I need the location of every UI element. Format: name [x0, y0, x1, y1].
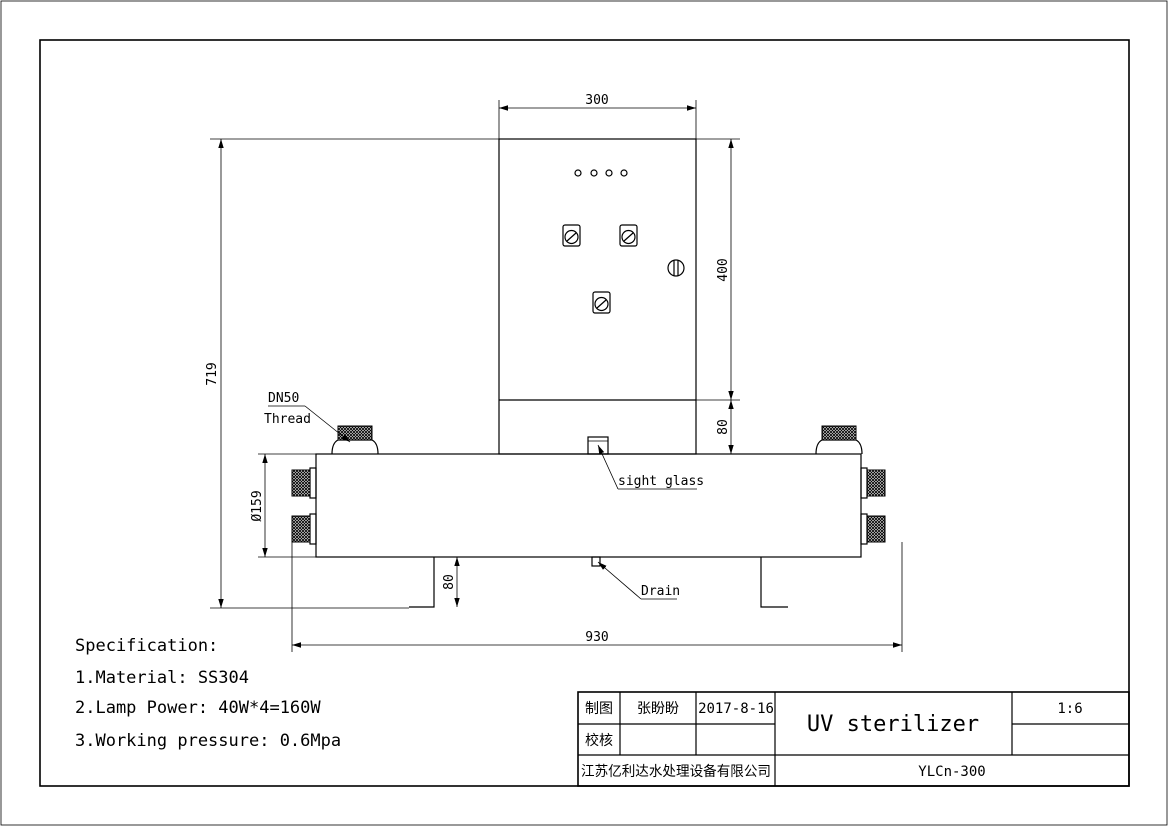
- dimension-300: 300: [498, 93, 697, 139]
- spec-line-2: 2.Lamp Power: 40W*4=160W: [75, 698, 321, 718]
- spec-line-1: 1.Material: SS304: [75, 668, 249, 688]
- dimension-diameter: Ø159: [250, 453, 316, 558]
- dimension-930-label: 930: [585, 630, 608, 645]
- dimension-400: 400: [696, 138, 740, 401]
- dimension-300-label: 300: [585, 93, 608, 108]
- spec-line-3: 3.Working pressure: 0.6Mpa: [75, 731, 341, 751]
- callout-sight-glass: sight glass: [597, 444, 704, 490]
- indicator-lights: [574, 169, 628, 177]
- drain-label: Drain: [641, 584, 680, 599]
- top-port-left: [331, 425, 379, 455]
- specification-block: Specification: 1.Material: SS304 2.Lamp …: [75, 636, 341, 751]
- model-number: YLCn-300: [918, 764, 985, 780]
- switch-right: [619, 224, 638, 247]
- top-port-right: [815, 425, 863, 455]
- dimension-930: 930: [291, 542, 903, 652]
- side-connectors-left: [291, 467, 317, 545]
- dimension-diameter-label: Ø159: [250, 490, 265, 521]
- dimension-719-label: 719: [205, 362, 220, 385]
- drawn-by: 张盼盼: [637, 701, 679, 717]
- dimension-80-top-label: 80: [716, 419, 731, 435]
- spec-heading: Specification:: [75, 636, 218, 656]
- dn50-label: DN50: [268, 391, 299, 406]
- dimension-80-top: 80: [696, 400, 740, 455]
- control-cabinet: [498, 138, 697, 455]
- check-label: 校核: [585, 732, 613, 749]
- sight-glass-label: sight glass: [618, 474, 704, 489]
- drawing-title: UV sterilizer: [807, 712, 979, 737]
- company-name: 江苏亿利达水处理设备有限公司: [581, 763, 771, 780]
- dimension-80-leg: 80: [434, 556, 466, 607]
- callout-drain: Drain: [597, 561, 680, 600]
- drawing-scale: 1:6: [1057, 701, 1082, 717]
- title-block: 制图 张盼盼 2017-8-16 校核 江苏亿利达水处理设备有限公司 UV st…: [577, 691, 1130, 787]
- drawn-label: 制图: [585, 701, 613, 717]
- switch-bottom: [592, 291, 611, 314]
- dimension-80-leg-label: 80: [442, 574, 457, 590]
- thread-label: Thread: [264, 412, 311, 427]
- switch-left: [562, 224, 581, 247]
- dimension-400-label: 400: [716, 258, 731, 281]
- round-selector: [667, 259, 685, 277]
- drawing-date: 2017-8-16: [698, 701, 774, 717]
- uv-chamber: [315, 436, 862, 608]
- dimension-719: 719: [205, 138, 499, 609]
- side-connectors-right: [860, 467, 886, 545]
- callout-dn50-thread: DN50 Thread: [264, 391, 351, 443]
